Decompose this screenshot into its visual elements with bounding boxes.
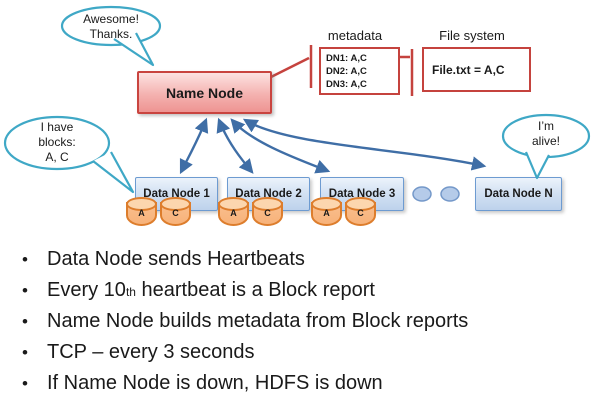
ellipsis-dot bbox=[412, 186, 432, 202]
bullet-item: • Name Node builds metadata from Block r… bbox=[22, 310, 469, 332]
cylinder-top bbox=[345, 197, 376, 211]
namenode-metadata-line bbox=[270, 56, 310, 79]
file-system-label: File system bbox=[439, 28, 505, 43]
block-label: C bbox=[357, 208, 364, 218]
ellipsis-dots bbox=[412, 186, 460, 202]
cylinder-top bbox=[160, 197, 191, 211]
bullet-item: • Data Node sends Heartbeats bbox=[22, 248, 305, 270]
bullet-glyph: • bbox=[22, 312, 28, 331]
bullet-item: • If Name Node is down, HDFS is down bbox=[22, 372, 383, 394]
ellipsis-dot bbox=[440, 186, 460, 202]
heartbeat-arrows bbox=[179, 117, 487, 175]
heartbeat-arrow-3 bbox=[230, 118, 331, 174]
metadata-box: DN1: A,C DN2: A,C DN3: A,C bbox=[319, 47, 400, 95]
block-label: C bbox=[264, 208, 271, 218]
data-node-3-label: Data Node 3 bbox=[328, 188, 396, 200]
file-system-box: File.txt = A,C bbox=[422, 47, 531, 92]
heartbeat-arrow-1 bbox=[179, 117, 209, 175]
block-label: A bbox=[138, 208, 145, 218]
cylinder-top bbox=[311, 197, 342, 211]
cylinder-top bbox=[126, 197, 157, 211]
block-cylinder-c: C bbox=[252, 197, 283, 229]
metadata-row: DN2: A,C bbox=[326, 66, 367, 77]
block-label: A bbox=[323, 208, 330, 218]
name-node-label: Name Node bbox=[165, 84, 244, 101]
awesome-bubble-text: Awesome! Thanks. bbox=[83, 12, 139, 41]
heartbeat-arrow-n bbox=[242, 118, 487, 171]
data-node-2-label: Data Node 2 bbox=[235, 188, 302, 200]
data-node-1-label: Data Node 1 bbox=[143, 188, 210, 200]
block-cylinder-a: A bbox=[126, 197, 157, 229]
bullet-glyph: • bbox=[22, 343, 28, 362]
have-blocks-bubble-text: I have blocks: A, C bbox=[38, 120, 76, 164]
bullet-item: • TCP – every 3 seconds bbox=[22, 341, 255, 363]
file-system-entry: File.txt = A,C bbox=[432, 62, 505, 77]
block-label: A bbox=[230, 208, 237, 218]
bullet-glyph: • bbox=[22, 250, 28, 269]
data-node-n-box: Data Node N bbox=[475, 177, 562, 211]
metadata-row: DN1: A,C bbox=[326, 53, 367, 64]
block-cylinder-c: C bbox=[345, 197, 376, 229]
cylinder-top bbox=[218, 197, 249, 211]
bullet-glyph: • bbox=[22, 374, 28, 393]
alive-bubble-text: I’m alive! bbox=[531, 119, 560, 148]
cylinder-top bbox=[252, 197, 283, 211]
block-cylinder-a: A bbox=[218, 197, 249, 229]
metadata-row: DN3: A,C bbox=[326, 79, 367, 90]
block-cylinder-a: A bbox=[311, 197, 342, 229]
bullet-glyph: • bbox=[22, 281, 28, 300]
heartbeat-arrow-2 bbox=[216, 117, 254, 174]
block-cylinder-c: C bbox=[160, 197, 191, 229]
block-label: C bbox=[172, 208, 179, 218]
data-node-n-label: Data Node N bbox=[484, 188, 553, 200]
name-node-box: Name Node bbox=[137, 71, 272, 114]
metadata-label: metadata bbox=[327, 28, 383, 43]
